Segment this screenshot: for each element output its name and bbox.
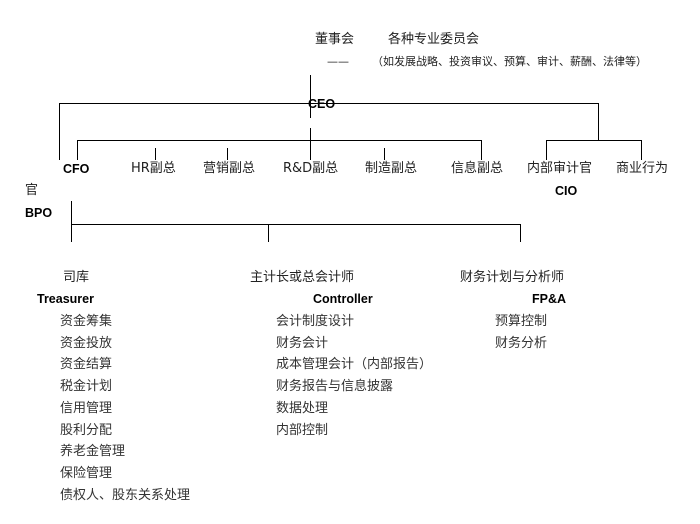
- finance-horizontal-line: [71, 224, 521, 225]
- connector-treasurer: [71, 224, 72, 242]
- duty-item: 税金计划: [60, 379, 113, 395]
- exec-business-conduct: 商业行为: [616, 161, 669, 176]
- duty-item: 财务会计: [276, 335, 329, 351]
- ceo-horizontal-line: [59, 103, 599, 104]
- cio-label: CIO: [555, 184, 578, 198]
- connector-right: [598, 103, 599, 140]
- dept-en-treasurer: Treasurer: [37, 292, 94, 306]
- exec-manufacturing: 制造副总: [365, 161, 418, 176]
- connector-info: [481, 140, 482, 160]
- duty-item: 预算控制: [495, 314, 548, 329]
- duty-item: 股利分配: [60, 422, 113, 438]
- dept-title-fpa: 财务计划与分析师: [460, 270, 565, 285]
- dept-en-fpa: FP&A: [532, 292, 567, 306]
- connector-fpa: [520, 224, 521, 242]
- guan-label: 官: [25, 183, 39, 198]
- cfo-down-connector: [71, 201, 72, 224]
- dept-title-controller: 主计长或总会计师: [250, 270, 355, 285]
- duty-item: 资金结算: [60, 357, 113, 373]
- duty-item: 财务报告与信息披露: [276, 379, 394, 395]
- duty-item: 数据处理: [276, 400, 329, 416]
- exec-marketing: 营销副总: [203, 161, 256, 176]
- connector-hr: [155, 148, 156, 160]
- exec-rd: R&D副总: [283, 161, 339, 176]
- exec-cfo: CFO: [63, 162, 90, 176]
- vp-horizontal-line: [77, 140, 482, 141]
- dept-en-controller: Controller: [313, 292, 373, 306]
- committees-note: （如发展战略、投资审议、预算、审计、薪酬、法律等）: [372, 55, 647, 68]
- board-dash: ——: [327, 55, 349, 68]
- board-label: 董事会: [315, 32, 355, 47]
- duty-item: 内部控制: [276, 422, 329, 438]
- board-ceo-connector: [310, 75, 311, 118]
- connector-cfo: [77, 140, 78, 160]
- connector-conduct: [641, 140, 642, 160]
- connector-manufacturing: [384, 148, 385, 160]
- connector-left: [59, 103, 60, 160]
- exec-hr: HR副总: [131, 161, 176, 176]
- duty-item: 成本管理会计（内部报告）: [276, 357, 433, 373]
- duty-item: 信用管理: [60, 400, 113, 416]
- connector-audit: [546, 140, 547, 160]
- ceo-label: CEO: [308, 97, 336, 111]
- duty-item: 会计制度设计: [276, 314, 355, 329]
- exec-internal-audit: 内部审计官: [527, 161, 593, 176]
- connector-marketing: [227, 148, 228, 160]
- committees-label: 各种专业委员会: [388, 32, 480, 47]
- bpo-label: BPO: [25, 206, 53, 220]
- exec-info: 信息副总: [451, 161, 504, 176]
- connector-controller: [268, 224, 269, 242]
- dept-title-treasurer: 司库: [63, 270, 90, 285]
- duty-item: 资金筹集: [60, 314, 113, 329]
- connector-center: [310, 128, 311, 160]
- duty-item: 养老金管理: [60, 444, 126, 460]
- duty-item: 财务分析: [495, 335, 548, 351]
- duty-item: 债权人、股东关系处理: [60, 487, 191, 503]
- audit-horizontal-line: [546, 140, 642, 141]
- duty-item: 资金投放: [60, 335, 113, 351]
- duty-item: 保险管理: [60, 465, 113, 481]
